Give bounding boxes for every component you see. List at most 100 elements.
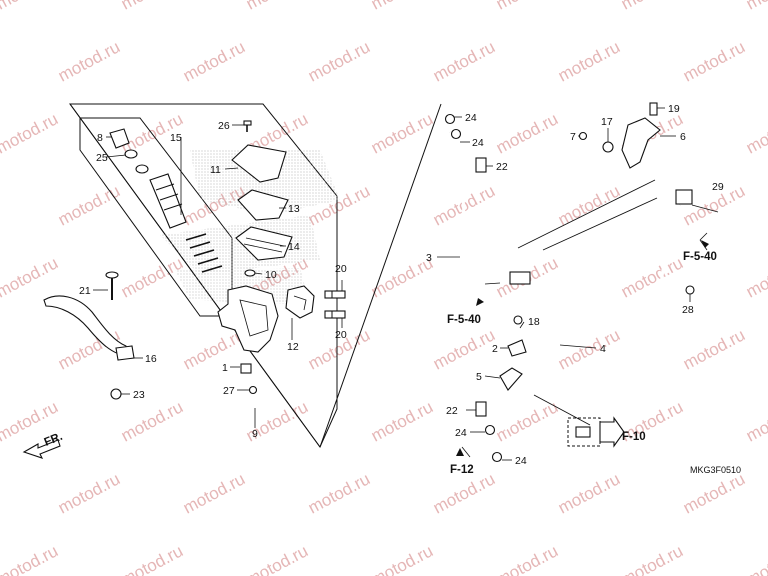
lever-parts <box>43 271 135 400</box>
stay-5 <box>499 367 523 391</box>
callout-23: 23 <box>133 389 145 401</box>
hose-assembly <box>444 102 695 463</box>
f540-left-arrow-icon <box>476 298 484 306</box>
watermark-text: motod.ru <box>493 541 561 576</box>
watermark-text: motod.ru <box>555 181 623 229</box>
plate-13 <box>237 189 289 221</box>
callout-8: 8 <box>97 132 103 144</box>
callout-18: 18 <box>528 316 540 328</box>
callout-24-b: 24 <box>472 137 484 149</box>
switch-1 <box>240 363 252 374</box>
shade-upper <box>190 150 340 215</box>
pivot-collar-16 <box>115 345 135 361</box>
ref-f540-left: F-5-40 <box>447 314 481 326</box>
watermark-text: motod.ru <box>430 469 498 517</box>
bolts-20 <box>324 290 346 319</box>
shading <box>160 150 340 305</box>
watermark-text: motod.ru <box>493 109 561 157</box>
callout-22-top: 22 <box>496 161 508 173</box>
watermark-text: motod.ru <box>55 181 123 229</box>
callout-27: 27 <box>223 385 235 397</box>
f12-arrow-icon <box>456 448 464 456</box>
hose-guide-line-3 <box>533 394 591 426</box>
watermark-text: motod.ru <box>368 541 436 576</box>
grommet-17 <box>602 141 614 153</box>
watermark-text: motod.ru <box>55 469 123 517</box>
nut-23 <box>110 388 122 400</box>
watermark-text: motod.ru <box>743 0 768 14</box>
callout-4: 4 <box>600 343 606 355</box>
callout-11: 11 <box>210 164 221 176</box>
watermark-text: motod.ru <box>0 541 61 576</box>
watermark-text: motod.ru <box>243 541 311 576</box>
watermark-text: motod.ru <box>618 0 686 14</box>
reservoir-parts <box>217 120 346 395</box>
watermark-text: motod.ru <box>0 0 61 14</box>
washer-24-c <box>484 424 496 436</box>
washer-24-b <box>450 128 462 140</box>
callout-24-a: 24 <box>465 112 477 124</box>
callout-2: 2 <box>492 343 498 355</box>
frame-to-hose <box>319 103 442 448</box>
leader-lines <box>93 107 719 461</box>
callout-25: 25 <box>96 152 108 164</box>
watermark-text: motod.ru <box>743 253 768 301</box>
bolt-19 <box>649 102 658 116</box>
watermark-text: motod.ru <box>118 0 186 14</box>
hose-joint-29 <box>675 189 693 205</box>
bracket-6 <box>621 117 661 169</box>
f10-target-box <box>567 417 601 447</box>
watermark-text: motod.ru <box>680 325 748 373</box>
watermark-text: motod.ru <box>118 397 186 445</box>
ref-f540-right: F-5-40 <box>683 251 717 263</box>
f540-right-arrow-icon <box>701 240 709 248</box>
watermark-text: motod.ru <box>680 469 748 517</box>
washer-24-a <box>444 113 456 125</box>
callouts: 8 25 15 26 11 13 14 10 21 16 23 1 27 9 1… <box>79 103 724 467</box>
callout-15: 15 <box>170 132 182 144</box>
hose-joint-3 <box>509 271 531 285</box>
watermark-text: motod.ru <box>618 541 686 576</box>
float-10 <box>244 269 256 277</box>
watermark-text: motod.ru <box>180 37 248 85</box>
callout-14: 14 <box>288 241 300 253</box>
watermark-text: motod.ru <box>180 469 248 517</box>
callout-19: 19 <box>668 103 680 115</box>
callout-20-top: 20 <box>335 263 347 275</box>
holder-12 <box>285 285 315 319</box>
watermark-text: motod.ru <box>305 469 373 517</box>
watermark-text: motod.ru <box>368 109 436 157</box>
piston-15 <box>149 173 187 229</box>
screw-26 <box>243 120 252 132</box>
washer-24-d <box>491 451 503 463</box>
master-cylinder-body <box>217 285 279 353</box>
watermark-text: motod.ru <box>743 397 768 445</box>
callout-12: 12 <box>287 341 299 353</box>
callout-24-d: 24 <box>515 455 527 467</box>
bolt-28 <box>685 285 695 295</box>
spring <box>185 233 223 273</box>
watermark-text: motod.ru <box>430 37 498 85</box>
bolt-22-bottom <box>475 401 487 417</box>
clamp-2 <box>507 339 527 357</box>
banjo-bolt-f10 <box>575 426 591 438</box>
arrows <box>22 240 709 459</box>
callout-13: 13 <box>288 203 300 215</box>
watermark-text: motod.ru <box>305 37 373 85</box>
watermark-text: motod.ru <box>680 37 748 85</box>
hose-guide-line <box>517 179 656 249</box>
watermark-text: motod.ru <box>368 0 436 14</box>
watermark-text: motod.ru <box>118 541 186 576</box>
circlip-25 <box>124 149 138 159</box>
callout-24-c: 24 <box>455 427 467 439</box>
watermark-text: motod.ru <box>118 253 186 301</box>
ref-f12: F-12 <box>450 464 474 476</box>
hose-guide-line-2 <box>542 197 658 251</box>
watermark-text: motod.ru <box>0 253 61 301</box>
watermark-text: motod.ru <box>243 0 311 14</box>
reservoir-cap-11 <box>231 144 287 183</box>
fr-arrow-icon <box>22 439 61 459</box>
callout-21: 21 <box>79 285 91 297</box>
